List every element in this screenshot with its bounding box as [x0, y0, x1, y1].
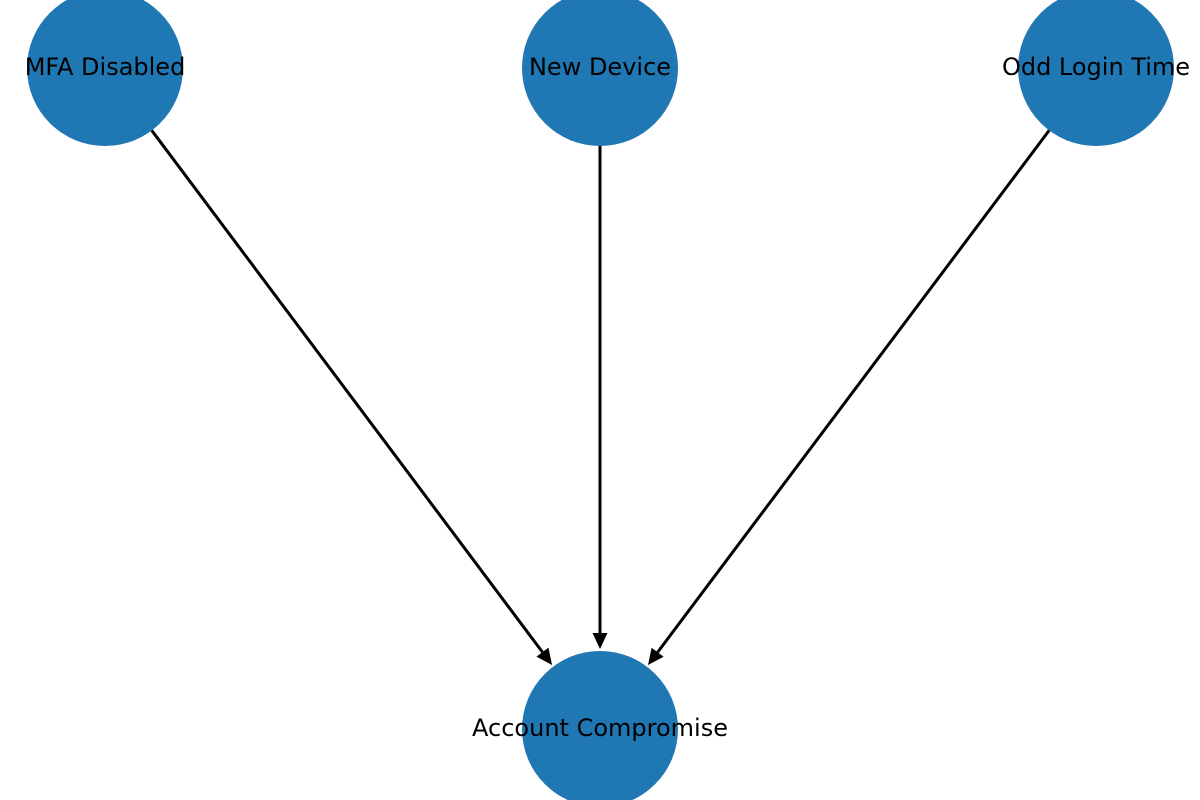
- edge-line: [150, 129, 544, 654]
- edges-layer: [150, 129, 1051, 666]
- edge-device-to-compromise: [592, 146, 608, 649]
- edge-oddtime-to-compromise: [648, 129, 1051, 666]
- node-new_device[interactable]: [522, 0, 678, 146]
- node-account_compromise[interactable]: [522, 651, 678, 800]
- edge-mfa-to-compromise: [150, 129, 553, 665]
- labels-layer: MFA Disabled New Device Odd Login TimeAcco…: [25, 53, 1190, 742]
- arrow-head-icon: [648, 647, 664, 666]
- edge-line: [656, 129, 1051, 654]
- nodes-layer: [27, 0, 1174, 800]
- node-label-new_device: New Device: [529, 53, 671, 81]
- arrow-head-icon: [536, 647, 553, 665]
- node-label-mfa_disabled: MFA Disabled: [25, 53, 186, 81]
- node-mfa_disabled[interactable]: [27, 0, 183, 146]
- node-odd_login_time[interactable]: [1018, 0, 1174, 146]
- arrow-head-icon: [592, 633, 608, 649]
- node-label-account_compromise: Account Compromise: [472, 714, 728, 742]
- node-label-odd_login_time: Odd Login Time: [1002, 53, 1190, 81]
